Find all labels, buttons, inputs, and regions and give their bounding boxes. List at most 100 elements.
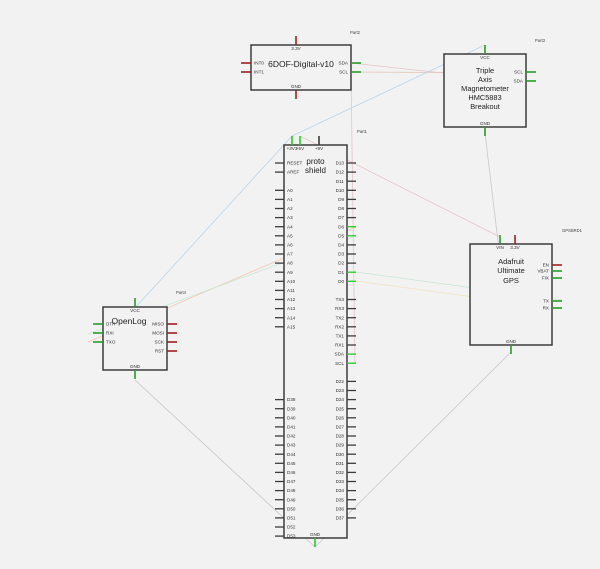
pin-label: D52 xyxy=(287,525,296,530)
part-shield[interactable]: Part1protoshield+3V3+5V+9VGNDRESETAREFA0… xyxy=(275,129,368,547)
pin-label: GND xyxy=(130,364,141,369)
pin-label: SCL xyxy=(335,361,344,366)
pin-label: D3 xyxy=(338,252,344,257)
pin-label: RESET xyxy=(287,161,303,166)
pin-label: TX xyxy=(543,299,549,304)
pin-label: D24 xyxy=(336,397,345,402)
part-title: Triple xyxy=(476,66,494,75)
part-body[interactable] xyxy=(443,53,527,128)
part-imu[interactable]: Part26DOF-Digital-v103.3VGNDINT0INT1SDAS… xyxy=(241,30,361,99)
part-label: Part1 xyxy=(357,129,368,134)
wire-shield-3v3-to-openlog-vcc[interactable] xyxy=(134,135,293,309)
pin-label: MOSI xyxy=(152,331,164,336)
pin-label: D31 xyxy=(336,461,345,466)
pin-label: D42 xyxy=(287,434,296,439)
pin-label: 3.3V xyxy=(291,46,301,51)
pin-label: +5V xyxy=(296,146,305,151)
pin-label: TX2 xyxy=(336,315,345,320)
pin-label: A8 xyxy=(287,261,293,266)
pin-label: A11 xyxy=(287,288,295,293)
pin-label: D22 xyxy=(336,379,345,384)
pin-label: D2 xyxy=(338,261,344,266)
pin-label: SDA xyxy=(514,79,524,84)
pin-label: D10 xyxy=(336,188,345,193)
pin-label: SCK xyxy=(155,340,165,345)
pin-label: D50 xyxy=(287,506,296,511)
part-title: Ultimate xyxy=(497,266,525,275)
pin-label: VCC xyxy=(130,308,140,313)
pin-label: D9 xyxy=(338,197,344,202)
pin-label: D36 xyxy=(336,506,345,511)
pin-label: RX1 xyxy=(335,343,344,348)
pin-label: D1 xyxy=(338,270,344,275)
part-openlog[interactable]: Part4OpenLogVCCGNDDTRRXITXOMISOMOSISCKRS… xyxy=(93,290,187,379)
part-body[interactable] xyxy=(250,44,352,91)
pin-label: A9 xyxy=(287,270,293,275)
pin-label: EN xyxy=(543,263,549,268)
pin-label: D8 xyxy=(338,206,344,211)
pin-label: +3V3 xyxy=(287,146,298,151)
part-label: Part4 xyxy=(176,290,187,295)
pin-label: A2 xyxy=(287,206,293,211)
part-title: OpenLog xyxy=(112,316,147,326)
pin-label: 3.3V xyxy=(510,245,520,250)
pin-label: A7 xyxy=(287,252,293,257)
pin-label: VCC xyxy=(480,55,490,60)
pin-label: D27 xyxy=(336,425,345,430)
pin-label: TX3 xyxy=(336,297,345,302)
pin-label: D30 xyxy=(336,452,345,457)
pin-label: TX1 xyxy=(336,334,345,339)
pin-label: D7 xyxy=(338,215,344,220)
pin-label: D23 xyxy=(336,388,345,393)
pin-label: A5 xyxy=(287,233,293,238)
pin-label: D35 xyxy=(336,497,345,502)
part-label: Part3 xyxy=(535,38,546,43)
pin-label: VBAT xyxy=(537,269,549,274)
pin-label: D11 xyxy=(336,179,345,184)
pin-label: RX3 xyxy=(335,306,344,311)
pin-label: D4 xyxy=(338,243,344,248)
part-label: GPSBRD1 xyxy=(562,228,583,233)
pin-label: D12 xyxy=(336,170,345,175)
pin-label: RST xyxy=(155,349,164,354)
pin-label: D49 xyxy=(287,497,296,502)
pin-label: D37 xyxy=(336,516,345,521)
part-title: 6DOF-Digital-v10 xyxy=(268,59,334,69)
pin-label: A4 xyxy=(287,224,293,229)
part-body[interactable] xyxy=(469,243,553,346)
pin-label: D46 xyxy=(287,470,296,475)
pin-label: A14 xyxy=(287,315,296,320)
part-title: proto xyxy=(306,157,325,166)
part-title: Breakout xyxy=(470,102,500,111)
pin-label: VIN xyxy=(496,245,504,250)
pin-label: A13 xyxy=(287,306,296,311)
pin-label: GND xyxy=(506,339,517,344)
pin-label: D45 xyxy=(287,461,296,466)
pin-label: D44 xyxy=(287,452,296,457)
pin-label: FIX xyxy=(542,276,549,281)
part-magnetometer[interactable]: Part3TripleAxisMagnetometerHMC5883Breako… xyxy=(443,38,546,136)
pin-label: SDA xyxy=(335,352,345,357)
pin-label: D32 xyxy=(336,470,345,475)
part-title: Adafruit xyxy=(498,257,525,266)
part-title: Axis xyxy=(478,75,492,84)
pin-label: INT1 xyxy=(254,70,264,75)
part-title: HMC5883 xyxy=(468,93,501,102)
parts-layer: Part26DOF-Digital-v103.3VGNDINT0INT1SDAS… xyxy=(93,30,583,547)
pin-label: A3 xyxy=(287,215,293,220)
pin-label: A12 xyxy=(287,297,296,302)
pin-label: MISO xyxy=(152,322,164,327)
pin-label: SDA xyxy=(339,61,349,66)
pin-label: D43 xyxy=(287,443,296,448)
pin-label: D53 xyxy=(287,534,296,539)
pin-label: D39 xyxy=(287,406,296,411)
pin-label: +9V xyxy=(315,146,324,151)
pin-label: D0 xyxy=(338,279,344,284)
pin-label: RX2 xyxy=(335,324,344,329)
pin-label: D5 xyxy=(338,233,344,238)
pin-label: D28 xyxy=(336,434,345,439)
part-body[interactable] xyxy=(283,144,348,539)
pin-label: SCL xyxy=(339,70,348,75)
